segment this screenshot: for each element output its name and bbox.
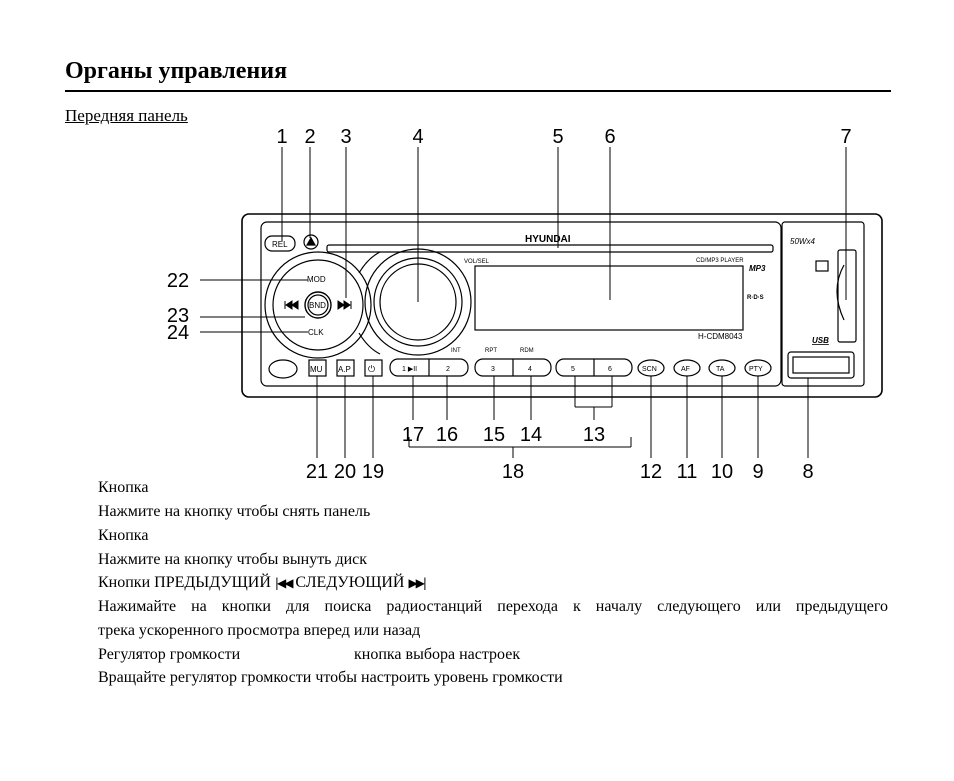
preset-4-label: 4: [528, 366, 532, 373]
left-control-outer: [264, 251, 372, 359]
callout-17: 17: [402, 424, 424, 446]
callout-13: 13: [583, 424, 605, 446]
rds-logo: R·D·S: [747, 295, 764, 301]
callout-4: 4: [412, 126, 423, 148]
model-label: H-CDM8043: [698, 332, 743, 341]
section-subtitle: Передняя панель: [65, 106, 188, 125]
usb-port[interactable]: [787, 351, 855, 379]
display-window: [474, 265, 744, 331]
text-line-4: Нажмите на кнопку чтобы вынуть диск: [98, 551, 368, 568]
rdm-label: RDM: [520, 348, 534, 354]
text-line-7: трека ускоренного просмотра вперед или н…: [98, 622, 421, 639]
callout-22: 22: [167, 270, 189, 292]
callout-5: 5: [552, 126, 563, 148]
usb-section: [781, 221, 865, 387]
panel-outer: [241, 213, 883, 398]
text-line-5: Кнопки ПРЕДЫДУЩИЙ |◀◀ СЛЕДУЮЩИЙ ▶▶|: [98, 574, 427, 592]
mod-label: MOD: [307, 275, 326, 284]
ta-label: TA: [716, 366, 725, 373]
callout-16: 16: [436, 424, 458, 446]
power-rating: 50Wx4: [790, 237, 815, 246]
text-line-6: Нажимайте на кнопки для поиска радиостан…: [98, 598, 888, 615]
sd-slot: [837, 249, 857, 343]
bnd-label: BND: [309, 301, 326, 310]
callout-1: 1: [276, 126, 287, 148]
sd-icon: [815, 260, 829, 272]
vol-sel-label: VOL/SEL: [464, 259, 490, 265]
leader-lines: [200, 147, 847, 458]
text-line-9: Вращайте регулятор громкости чтобы настр…: [98, 669, 563, 686]
callout-10: 10: [711, 461, 733, 483]
rel-label: REL: [272, 240, 288, 249]
pty-label: PTY: [749, 366, 763, 373]
panel-arc-bottom: [358, 332, 381, 355]
usb-logo: USB: [812, 336, 829, 345]
text-line-5-a: Кнопки ПРЕДЫДУЩИЙ: [98, 574, 271, 591]
cd-slot: [326, 244, 774, 253]
mp3-logo: MP3: [749, 264, 766, 273]
text-line-3: Кнопка: [98, 527, 149, 544]
bnd-button-ring: [307, 294, 329, 316]
page-title: Органы управления: [65, 58, 288, 84]
callout-15: 15: [483, 424, 505, 446]
callout-20: 20: [334, 461, 356, 483]
callout-3: 3: [340, 126, 351, 148]
preset-2-label: 2: [446, 366, 450, 373]
mu-label: MU: [310, 365, 323, 374]
callout-8: 8: [802, 461, 813, 483]
eject-icon: [305, 236, 317, 246]
rel-button[interactable]: [264, 235, 296, 252]
prev-track-icon: |◀◀: [274, 576, 293, 590]
scn-label: SCN: [642, 366, 657, 373]
eject-button[interactable]: [303, 234, 319, 250]
display-caption: CD/MP3 PLAYER: [696, 258, 744, 264]
sd-slot-curve: [836, 264, 845, 321]
text-line-2: Нажмите на кнопку чтобы снять панель: [98, 503, 371, 520]
title-rule: [65, 90, 891, 92]
callout-19: 19: [362, 461, 384, 483]
callout-23: 23: [167, 305, 189, 327]
prev-icon: [284, 300, 299, 310]
text-line-8: Регулятор громкости кнопка выбора настро…: [98, 646, 520, 664]
next-icon: [337, 300, 352, 310]
clk-label: CLK: [308, 328, 324, 337]
preset-3-label: 3: [491, 366, 495, 373]
callout-24: 24: [167, 322, 189, 344]
next-track-icon: ▶▶|: [408, 576, 426, 590]
callout-7: 7: [840, 126, 851, 148]
int-label: INT: [451, 348, 461, 354]
af-label: AF: [681, 366, 690, 373]
text-line-8-a: Регулятор громкости: [98, 646, 241, 663]
text-line-5-b: СЛЕДУЮЩИЙ: [295, 574, 405, 591]
brand-logo: HYUNDAI: [525, 234, 571, 245]
panel-arc-top: [358, 251, 381, 274]
callout-6: 6: [604, 126, 615, 148]
text-line-8-b: кнопка выбора настроек: [354, 646, 521, 663]
ap-label: A.P: [338, 365, 351, 374]
rpt-label: RPT: [485, 348, 497, 354]
bnd-button[interactable]: [304, 291, 332, 319]
callout-21: 21: [306, 461, 328, 483]
callout-14: 14: [520, 424, 542, 446]
callout-12: 12: [640, 461, 662, 483]
callout-11: 11: [677, 461, 698, 483]
power-icon: ⏻: [368, 364, 375, 374]
release-oval[interactable]: [268, 359, 298, 379]
left-control-inner: [272, 259, 364, 351]
preset-6-label: 6: [608, 366, 612, 373]
panel-inner: [260, 221, 782, 387]
preset-1-label: 1 ▶II: [402, 366, 417, 373]
callout-2: 2: [304, 126, 315, 148]
usb-port-inner: [792, 356, 850, 374]
text-line-1: Кнопка: [98, 479, 149, 496]
callout-9: 9: [752, 461, 763, 483]
preset-5-label: 5: [571, 366, 575, 373]
callout-18: 18: [502, 461, 524, 483]
